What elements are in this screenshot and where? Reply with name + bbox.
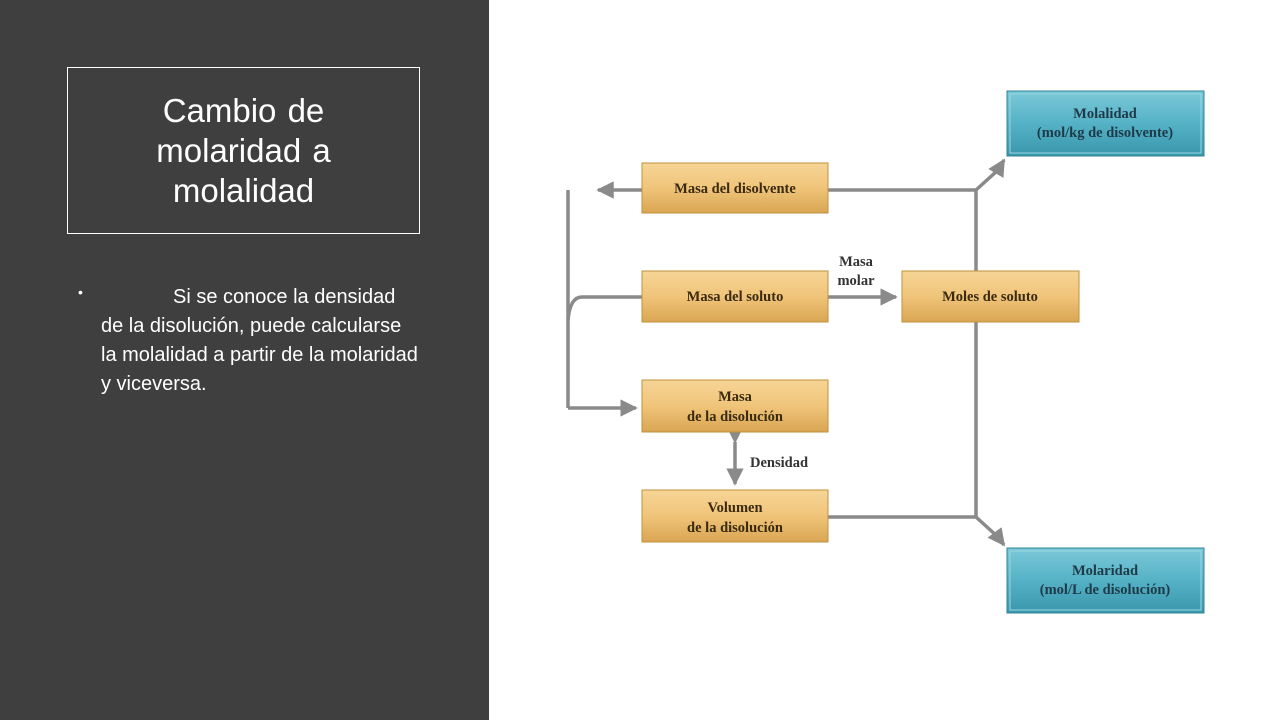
box-volumen-disolucion: Volumen de la disolución xyxy=(641,489,829,543)
box-moles-soluto: Moles de soluto xyxy=(901,270,1080,323)
arrow-soluto-left xyxy=(566,295,642,321)
box-molaridad: Molaridad (mol/L de disolución) xyxy=(1006,547,1205,614)
masa-molar-label-1: Masa xyxy=(839,254,874,270)
masa-disolucion-line1: Masa xyxy=(718,389,753,405)
box-molalidad: Molalidad (mol/kg de disolvente) xyxy=(1006,90,1205,157)
title-box: Cambio de molaridad a molalidad xyxy=(67,67,420,234)
masa-molar-label-2: molar xyxy=(837,273,875,289)
arrow-to-molaridad xyxy=(974,515,1006,547)
left-panel: Cambio de molaridad a molalidad • Si se … xyxy=(0,0,489,720)
box-masa-soluto: Masa del soluto xyxy=(641,270,829,323)
masa-disolvente-label: Masa del disolvente xyxy=(674,181,796,197)
moles-soluto-label: Moles de soluto xyxy=(942,289,1038,305)
conversion-diagram: Molalidad (mol/kg de disolvente) Masa de… xyxy=(566,90,1205,614)
volumen-disolucion-line1: Volumen xyxy=(707,500,762,516)
bullet-marker: • xyxy=(78,284,83,300)
volumen-disolucion-line2: de la disolución xyxy=(687,520,783,536)
arrow-to-molalidad xyxy=(974,158,1006,192)
connectors xyxy=(566,158,1006,547)
molaridad-line2: (mol/L de disolución) xyxy=(1040,582,1171,598)
masa-disolucion-line2: de la disolución xyxy=(687,409,783,425)
densidad-label: Densidad xyxy=(750,455,808,471)
box-masa-disolvente: Masa del disolvente xyxy=(641,162,829,214)
masa-soluto-label: Masa del soluto xyxy=(687,289,784,305)
molaridad-line1: Molaridad xyxy=(1072,563,1138,579)
bullet-text: Si se conoce la densidad de la disolució… xyxy=(101,286,418,395)
molalidad-line1: Molalidad xyxy=(1073,106,1137,122)
box-masa-disolucion: Masa de la disolución xyxy=(641,379,829,433)
slide-title: Cambio de molaridad a molalidad xyxy=(156,91,331,209)
molalidad-line2: (mol/kg de disolvente) xyxy=(1037,125,1173,141)
